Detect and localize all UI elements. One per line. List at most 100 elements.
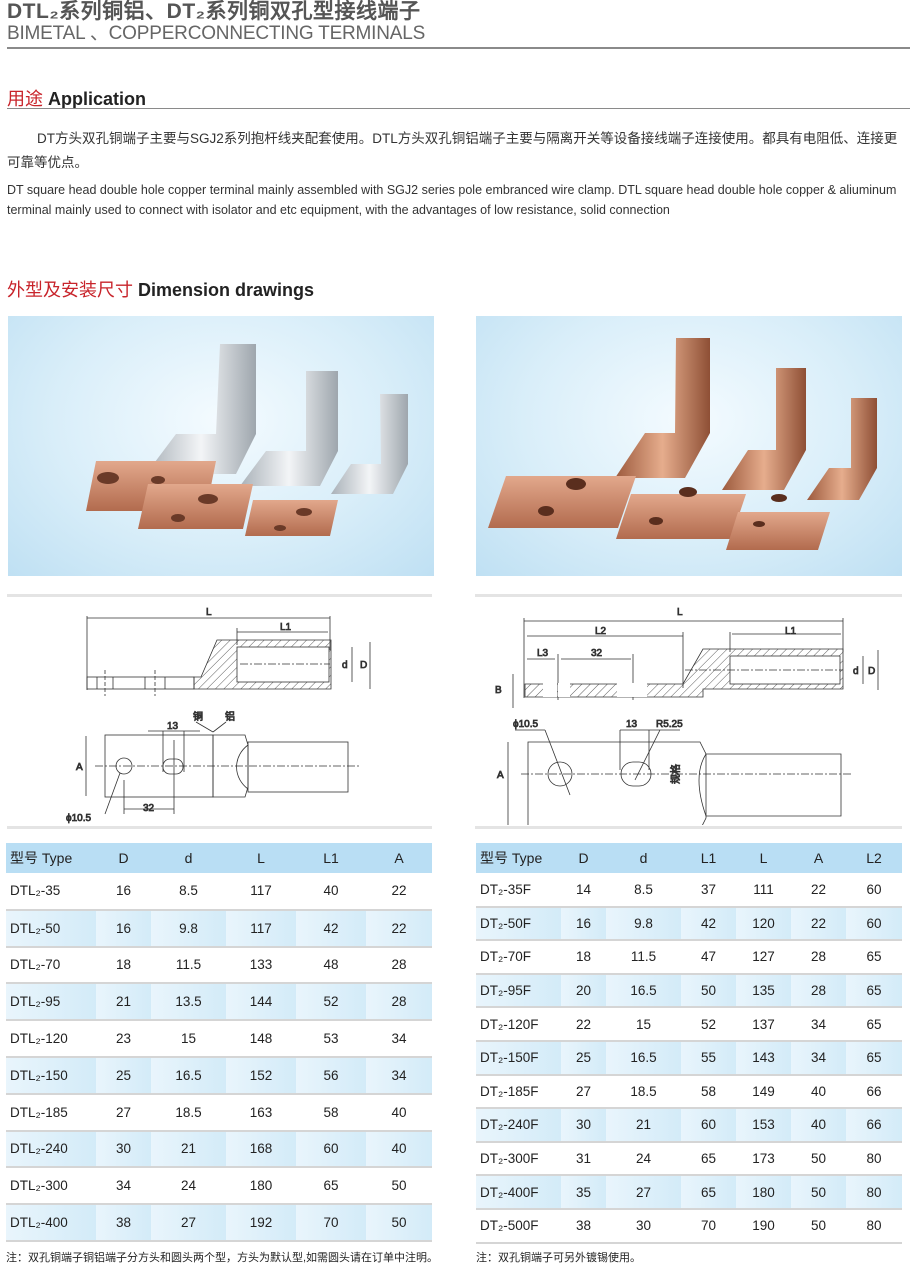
- table-cell: DTL₂-185: [6, 1093, 96, 1132]
- table-cell: 21: [96, 983, 151, 1022]
- page-subtitle: BIMETAL 、COPPERCONNECTING TERMINALS: [7, 23, 426, 44]
- column-header: D: [561, 843, 606, 873]
- table-cell: 40: [366, 1130, 432, 1169]
- dim-label-A: A: [76, 762, 83, 773]
- table-cell: 18: [96, 946, 151, 985]
- table-cell: 40: [296, 873, 366, 911]
- table-cell: 66: [846, 1108, 902, 1143]
- column-header: A: [366, 843, 432, 873]
- table-cell: DTL₂-50: [6, 909, 96, 948]
- table-cell: 8.5: [606, 873, 681, 908]
- dim-label-L2: L2: [595, 626, 607, 637]
- table-cell: 20: [561, 973, 606, 1009]
- table-cell: 23: [96, 1020, 151, 1058]
- table-cell: 60: [846, 906, 902, 942]
- table-cell: 34: [96, 1167, 151, 1206]
- table-cell: 117: [226, 873, 296, 911]
- table-cell: 37: [681, 873, 736, 908]
- dim-label-diameter: ϕ10.5: [66, 813, 92, 824]
- table-cell: 65: [681, 1175, 736, 1210]
- table-cell: 180: [736, 1175, 791, 1210]
- table-cell: DT₂-500F: [476, 1208, 561, 1244]
- table-cell: DTL₂-400: [6, 1204, 96, 1242]
- dim-label-13: 13: [167, 721, 179, 732]
- dim-label-L3: L3: [537, 648, 549, 659]
- table-cell: DTL₂-120: [6, 1020, 96, 1058]
- divider: [475, 826, 902, 829]
- table-cell: 50: [681, 973, 736, 1009]
- table-cell: 16: [96, 873, 151, 911]
- table-cell: 27: [561, 1074, 606, 1110]
- table-cell: 22: [791, 873, 846, 908]
- table-cell: 56: [296, 1056, 366, 1095]
- table-cell: 152: [226, 1056, 296, 1095]
- table-cell: 133: [226, 946, 296, 985]
- dim-label-B: B: [495, 685, 502, 696]
- table-cell: 137: [736, 1007, 791, 1042]
- label-spec: 规格: [669, 764, 682, 784]
- table-cell: 50: [791, 1208, 846, 1244]
- column-header: L2: [846, 843, 902, 873]
- table-cell: 40: [791, 1108, 846, 1143]
- table-cell: DTL₂-300: [6, 1167, 96, 1206]
- column-header: 型号 Type: [6, 843, 96, 873]
- table-cell: 70: [296, 1204, 366, 1242]
- dim-label-32: 32: [591, 648, 603, 659]
- heading-cn: 用途: [7, 89, 43, 109]
- table-cell: 65: [846, 1007, 902, 1042]
- table-cell: DTL₂-240: [6, 1130, 96, 1169]
- technical-drawing-dt: L L2 L3 32 L1 B d D A ϕ10.5 13 R5.25 规格: [495, 607, 879, 825]
- table-cell: 18.5: [606, 1074, 681, 1110]
- table-cell: 40: [791, 1074, 846, 1110]
- table-cell: 22: [561, 1007, 606, 1042]
- table-cell: DT₂-185F: [476, 1074, 561, 1110]
- table-cell: 55: [681, 1040, 736, 1076]
- table-cell: 135: [736, 973, 791, 1009]
- technical-drawing-dtl: L L1 d D A 13 32 ϕ10.5 铜 铝: [66, 607, 371, 824]
- table-cell: 180: [226, 1167, 296, 1206]
- table-cell: 16: [96, 909, 151, 948]
- table-cell: 52: [296, 983, 366, 1022]
- section-heading-application: 用途 Application: [7, 85, 146, 111]
- table-cell: 11.5: [151, 946, 226, 985]
- product-photo-dtl: [8, 316, 434, 576]
- table-cell: 111: [736, 873, 791, 908]
- table-cell: 16.5: [606, 1040, 681, 1076]
- application-text-cn: DT方头双孔铜端子主要与SGJ2系列抱杆线夹配套使用。DTL方头双孔铜铝端子主要…: [7, 131, 898, 170]
- table-cell: 58: [681, 1074, 736, 1110]
- table-cell: 117: [226, 909, 296, 948]
- table-cell: 48: [296, 946, 366, 985]
- table-cell: DT₂-400F: [476, 1175, 561, 1210]
- copper-terminals-image: [488, 338, 877, 550]
- table-cell: 65: [296, 1167, 366, 1206]
- table-cell: 58: [296, 1093, 366, 1132]
- dim-label-L1: L1: [280, 622, 292, 633]
- table-cell: 27: [96, 1093, 151, 1132]
- table-cell: 192: [226, 1204, 296, 1242]
- table-cell: 30: [96, 1130, 151, 1169]
- table-cell: 34: [791, 1007, 846, 1042]
- table-cell: 22: [366, 873, 432, 911]
- table-cell: 24: [151, 1167, 226, 1206]
- table-cell: DTL₂-95: [6, 983, 96, 1022]
- table-cell: 127: [736, 940, 791, 975]
- table-cell: 16.5: [606, 973, 681, 1009]
- table-cell: DT₂-50F: [476, 906, 561, 942]
- divider: [7, 594, 432, 597]
- divider: [475, 594, 902, 597]
- table-cell: 34: [366, 1020, 432, 1058]
- table-cell: 21: [606, 1108, 681, 1143]
- table-cell: DT₂-95F: [476, 973, 561, 1009]
- page-title: DTL₂系列铜铝、DT₂系列铜双孔型接线端子: [7, 0, 421, 23]
- table-cell: 149: [736, 1074, 791, 1110]
- table-cell: 80: [846, 1208, 902, 1244]
